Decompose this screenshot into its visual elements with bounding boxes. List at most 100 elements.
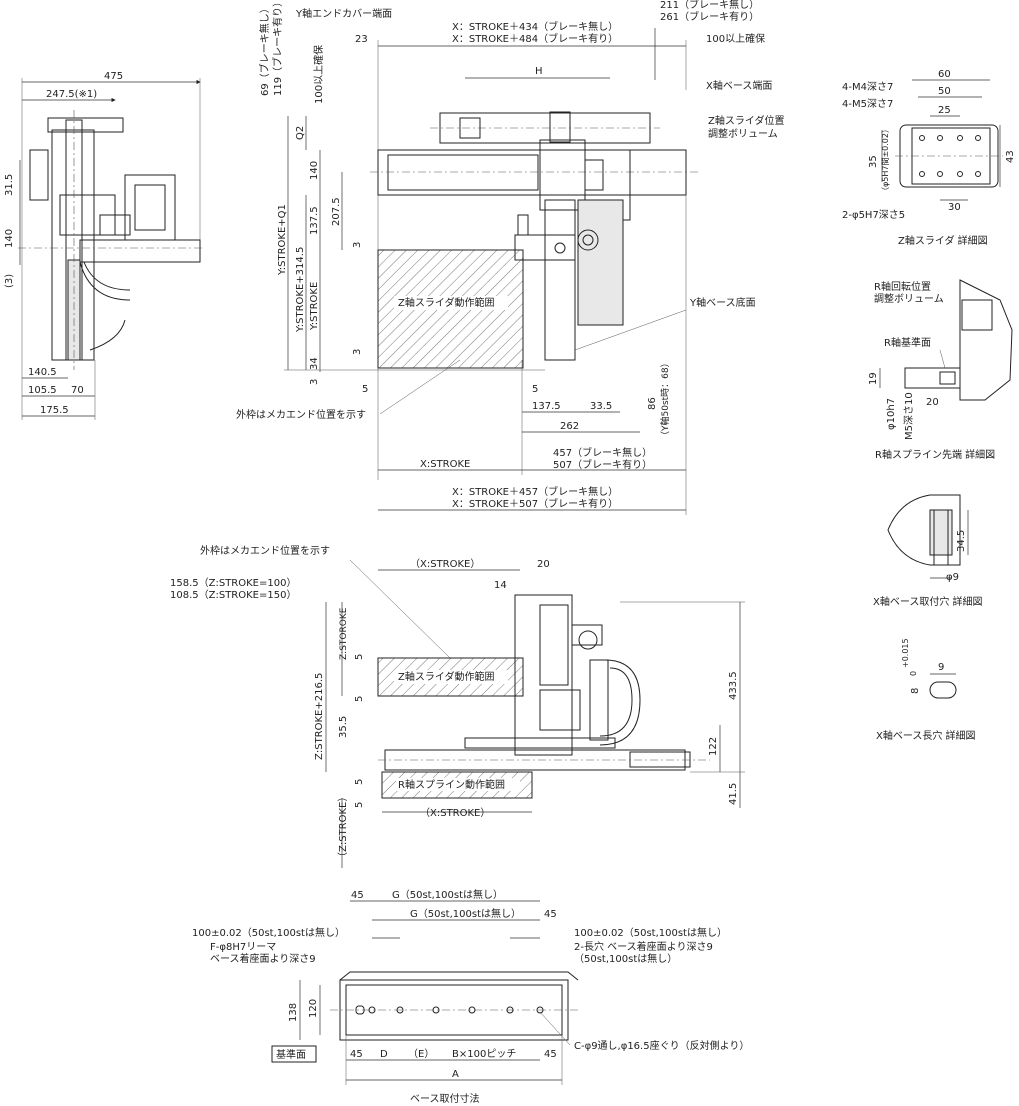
dim-433-5: 433.5 <box>728 671 739 700</box>
dim-507: 507（ブレーキ有り） <box>553 458 652 471</box>
dim-base-45-c: 45 <box>350 1049 363 1060</box>
r-spline-detail: R軸回転位置 調整ボリューム R軸基準面 19 20 φ10h7 M5深さ10 … <box>868 279 1013 461</box>
dim-140-5: 140.5 <box>28 367 57 378</box>
dim-front-5-d: 5 <box>354 802 365 808</box>
dim-z-150: 108.5（Z:STROKE=150） <box>170 589 296 601</box>
label-r-rot: R軸回転位置 <box>874 280 931 293</box>
dim-119: 119（ブレーキ有り） <box>271 0 284 96</box>
dim-base-d: D <box>380 1049 388 1060</box>
label-z-slider-pos: Z軸スライダ位置 <box>708 114 784 127</box>
dim-x-stroke-434: X：STROKE＋434（ブレーキ無し） <box>452 20 618 33</box>
dim-base-tol-left: 100±0.02（50st,100stは無し） <box>192 926 345 939</box>
dim-base-e: （E） <box>408 1048 434 1060</box>
dim-23: 23 <box>355 34 368 45</box>
label-base-c: C-φ9通し,φ16.5座ぐり（反対側より） <box>574 1039 749 1052</box>
x-base-hole-detail: 34.5 φ9 X軸ベース取付穴 詳細図 <box>873 494 983 608</box>
dim-slot-8: 8 <box>910 688 921 694</box>
dim-front-x-stroke-b: （X:STROKE） <box>420 807 490 819</box>
left-side-view: 475 247.5(※1) 31.5 140 (3) 140.5 105.5 7… <box>4 71 205 420</box>
dim-base-g2: G（50st,100stは無し） <box>410 907 521 920</box>
label-front-z-range: Z軸スライダ動作範囲 <box>398 670 494 683</box>
dim-y-q1: Y:STROKE+Q1 <box>277 204 288 276</box>
z-slider-detail: 4-M4深さ7 4-M5深さ7 60 50 25 35 （φ5H7間±0.02）… <box>842 69 1016 247</box>
dim-front-x-stroke: （X:STROKE） <box>410 558 480 570</box>
dim-base-45-d: 45 <box>544 1049 557 1060</box>
caption-base-mounting: ベース取付寸法 <box>410 1092 480 1105</box>
label-r-vol: 調整ボリューム <box>874 292 944 305</box>
caption-z-slider-detail: Z軸スライダ 詳細図 <box>898 234 988 247</box>
dim-140: 140 <box>4 229 15 248</box>
dim-19: 19 <box>868 372 879 385</box>
dim-262: 262 <box>560 421 579 432</box>
dim-5-a: 5 <box>362 384 368 395</box>
dim-front-14: 14 <box>494 580 507 591</box>
dim-33-5: 33.5 <box>590 401 612 412</box>
dim-68: （Y軸50st時：68） <box>659 358 671 440</box>
dim-z-216-5: Z:STROKE+216.5 <box>314 673 325 760</box>
dim-261: 261（ブレーキ有り） <box>660 10 759 23</box>
dim-y-314-5: Y:STROKE+314.5 <box>295 247 306 333</box>
dim-20: 20 <box>926 397 939 408</box>
dim-86: 86 <box>647 397 658 410</box>
dim-5-b: 5 <box>532 384 538 395</box>
label-z-range: Z軸スライダ動作範囲 <box>398 296 494 309</box>
label-r-ref: R軸基準面 <box>884 336 931 349</box>
caption-r-spline-detail: R軸スプライン先端 詳細図 <box>875 448 995 461</box>
dim-30: 30 <box>948 202 961 213</box>
dim-475: 475 <box>104 71 123 82</box>
dim-41-5: 41.5 <box>728 783 739 805</box>
label-m4: 4-M4深さ7 <box>842 81 893 93</box>
dim-base-45-b: 45 <box>544 909 557 920</box>
dim-3-c: 3 <box>309 379 320 385</box>
dim-70: 70 <box>71 385 84 396</box>
dim-105-5: 105.5 <box>28 385 57 396</box>
dim-207-5: 207.5 <box>331 197 342 226</box>
dim-m5: M5深さ10 <box>903 392 915 440</box>
dim-tol: （φ5H7間±0.02） <box>881 125 890 195</box>
front-view: 外枠はメカエンド位置を示す （X:STROKE） 20 14 158.5（Z:S… <box>170 544 745 868</box>
label-outer-frame: 外枠はメカエンド位置を示す <box>236 408 366 421</box>
base-mounting-view: 45 G（50st,100stは無し） G（50st,100stは無し） 45 … <box>192 888 749 1105</box>
dim-137-5-b: 137.5 <box>532 401 561 412</box>
dim-front-5-a: 5 <box>354 654 365 660</box>
dim-base-tol-right: 100±0.02（50st,100stは無し） <box>574 926 727 939</box>
label-m5: 4-M5深さ7 <box>842 98 893 110</box>
dim-34-5: 34.5 <box>956 530 967 552</box>
dim-x-457: X：STROKE＋457（ブレーキ無し） <box>452 485 618 498</box>
dim-100-secure-v: 100以上確保 <box>312 45 325 104</box>
label-base-slot: 2-長穴 ベース着座面より深さ9 <box>574 940 713 953</box>
dim-z-100: 158.5（Z:STROKE=100） <box>170 577 296 589</box>
dim-211: 211（ブレーキ無し） <box>660 0 759 11</box>
dim-3-a: 3 <box>352 242 363 248</box>
dim-slot-tol0: 0 <box>909 671 918 676</box>
dim-front-5-b: 5 <box>354 696 365 702</box>
dim-front-35-5: 35.5 <box>338 716 349 738</box>
dim-slot-9: 9 <box>938 662 944 673</box>
dim-front-5-c: 5 <box>354 779 365 785</box>
caption-x-hole-detail: X軸ベース取付穴 詳細図 <box>873 595 983 608</box>
dim-base-45-a: 45 <box>351 890 364 901</box>
dim-phi9: φ9 <box>946 572 959 583</box>
dim-base-138: 138 <box>288 1003 299 1022</box>
dim-175-5: 175.5 <box>40 405 69 416</box>
label-base-slot2: （50st,100stは無し） <box>574 952 677 965</box>
dim-base-120: 120 <box>308 999 319 1018</box>
dim-z-stroke-bot: （Z:STROKE） <box>337 792 349 862</box>
dim-247-5: 247.5(※1) <box>46 89 97 100</box>
dim-x-stroke-484: X：STROKE＋484（ブレーキ有り） <box>452 32 618 45</box>
dim-43: 43 <box>1005 150 1016 163</box>
dim-base-a: A <box>452 1069 459 1080</box>
label-base-f: F-φ8H7リーマ <box>210 942 276 953</box>
dim-457: 457（ブレーキ無し） <box>553 446 652 459</box>
dim-69: 69（ブレーキ無し） <box>258 3 271 96</box>
dim-z-storoke: Z:STOROKE <box>339 607 349 660</box>
dim-50: 50 <box>938 86 951 97</box>
dim-122: 122 <box>708 737 719 756</box>
label-base-ref: 基準面 <box>276 1048 306 1061</box>
label-h7: 2-φ5H7深さ5 <box>842 209 905 221</box>
top-view: Y軸エンドカバー端面 X：STROKE＋434（ブレーキ無し） X：STROKE… <box>236 0 784 515</box>
dim-base-b: B×100ピッチ <box>452 1048 516 1060</box>
dim-60: 60 <box>938 69 951 80</box>
label-base-f2: ベース着座面より深さ9 <box>210 952 316 965</box>
